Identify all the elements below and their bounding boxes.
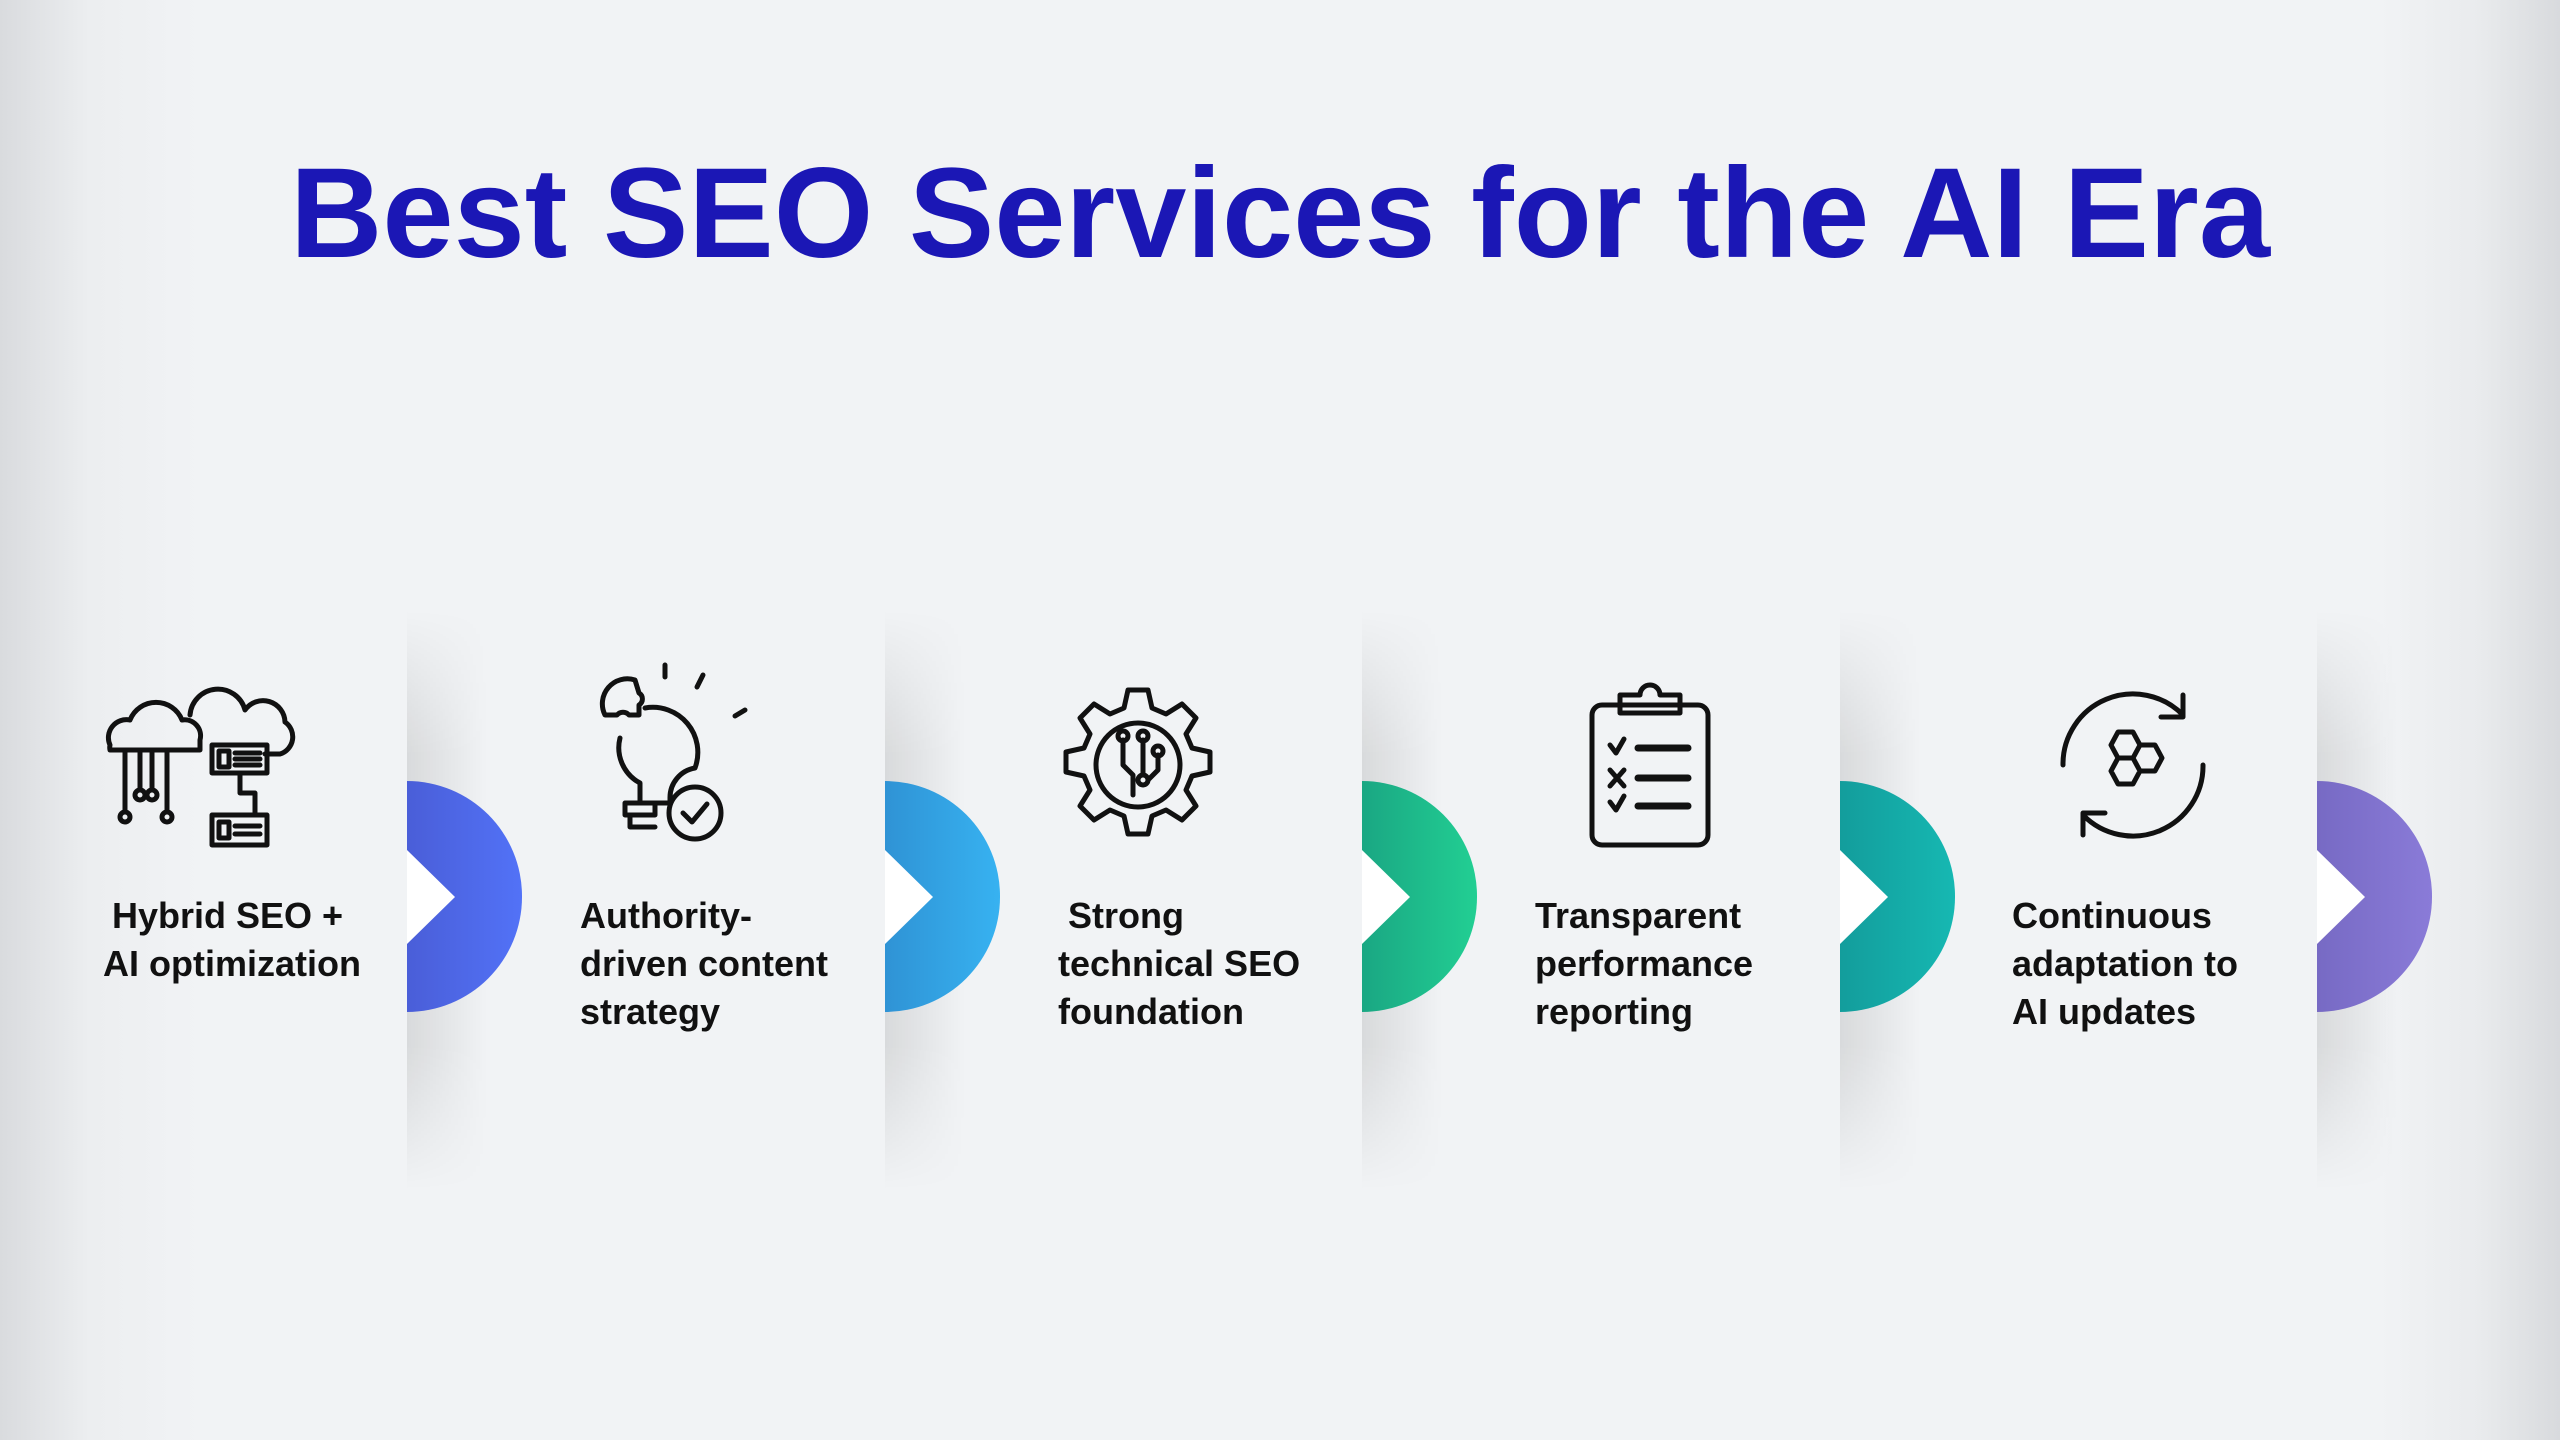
chevron-right-icon xyxy=(407,850,455,944)
label-line: AI updates xyxy=(2012,991,2197,1032)
label-line: Transparent xyxy=(1535,895,1742,936)
clipboard-checklist-icon xyxy=(1570,680,1730,850)
puzzle-lightbulb-check-icon xyxy=(585,660,755,850)
chevron-right-icon xyxy=(1840,850,1888,944)
step-5-label: Continuous adaptation to AI updates xyxy=(2012,892,2238,1036)
label-line: performance xyxy=(1535,943,1754,984)
label-line: technical SEO xyxy=(1058,943,1301,984)
label-line: Authority- xyxy=(580,895,752,936)
label-line: reporting xyxy=(1535,991,1693,1032)
step-1-label: Hybrid SEO + AI optimization xyxy=(103,892,361,988)
step-4-label: Transparent performance reporting xyxy=(1535,892,1753,1036)
label-line: adaptation to xyxy=(2012,943,2238,984)
gear-circuit-icon xyxy=(1053,680,1223,850)
label-line: strategy xyxy=(580,991,721,1032)
label-line: foundation xyxy=(1058,991,1244,1032)
label-line: driven content xyxy=(580,943,829,984)
refresh-hexagons-icon xyxy=(2048,680,2218,850)
chevron-right-icon xyxy=(885,850,933,944)
chevron-right-icon xyxy=(2317,850,2365,944)
label-line: Hybrid SEO + xyxy=(112,895,344,936)
cloud-network-icon xyxy=(95,680,325,860)
label-line: Strong xyxy=(1068,895,1184,936)
chevron-right-icon xyxy=(1362,850,1410,944)
label-line: Continuous xyxy=(2012,895,2212,936)
page-title: Best SEO Services for the AI Era xyxy=(289,142,2271,285)
step-2-label: Authority- driven content strategy xyxy=(580,892,828,1036)
label-line: AI optimization xyxy=(103,943,361,984)
step-3-label: Strong technical SEO foundation xyxy=(1058,892,1300,1036)
